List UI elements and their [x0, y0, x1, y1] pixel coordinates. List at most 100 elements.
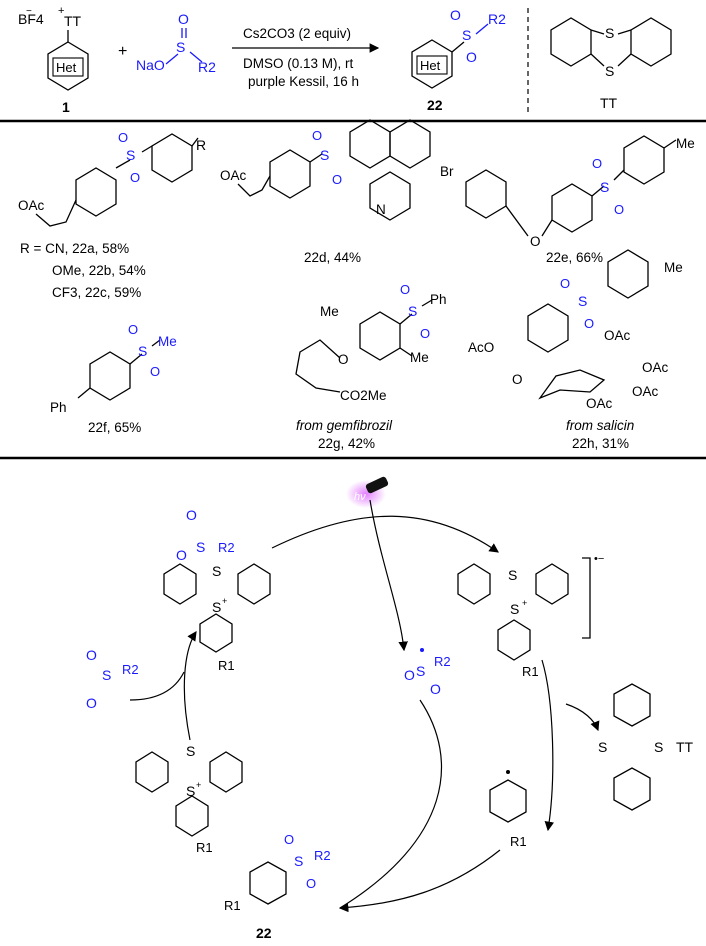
tt2-ring-bottom — [613, 767, 651, 811]
ra-ring-left — [457, 563, 491, 605]
22e-o1: O — [592, 156, 602, 171]
product-r2-mech: R2 — [314, 848, 331, 863]
as-plus: + — [196, 780, 201, 790]
22h-oac3: OAc — [632, 384, 659, 399]
22f-ph: Ph — [50, 400, 67, 415]
22h-oac1: OAc — [604, 328, 631, 343]
bf4-charge: − — [26, 6, 32, 17]
product-label-mech: 22 — [256, 925, 272, 941]
ra-s-plus: S — [510, 601, 519, 617]
ra-s-top: S — [508, 567, 517, 583]
22f-o2: O — [150, 364, 160, 379]
22g-co2me: CO2Me — [340, 388, 387, 403]
22g-o1: O — [400, 282, 410, 297]
bf4-label: BF4 — [18, 11, 44, 27]
sulfinate-o: O — [178, 11, 189, 27]
eda-s-plus: S — [212, 599, 221, 615]
22h-o2: O — [584, 316, 594, 331]
product-ring — [249, 861, 287, 905]
lamp-icon — [365, 476, 389, 494]
22h-me: Me — [664, 260, 683, 275]
22g-ring — [359, 311, 401, 361]
fs-o-bottom: O — [86, 695, 97, 711]
22g-source: from gemfibrozil — [296, 418, 393, 433]
22h-s: S — [578, 293, 587, 309]
22d-o2: O — [332, 172, 342, 187]
22d-quinoline-c — [369, 171, 411, 221]
arrow-to-sulfonyl-radical — [369, 499, 408, 652]
ra-ring-right — [535, 563, 569, 605]
tt-s-bottom: S — [605, 63, 614, 79]
eda-r2: R2 — [218, 540, 235, 555]
ra-plus: + — [522, 598, 527, 608]
plus-sign: + — [118, 43, 127, 60]
22d-quinoline-a — [349, 119, 391, 169]
conditions-line-3: purple Kessil, 16 h — [248, 74, 359, 89]
as-ring-right — [209, 751, 243, 793]
product-s: S — [462, 27, 471, 43]
eda-ring-left — [163, 563, 197, 605]
product-r1: R1 — [224, 898, 241, 913]
22e-br: Br — [440, 164, 454, 179]
22e-me: Me — [676, 136, 695, 151]
22g-me1: Me — [320, 304, 339, 319]
product-o1: O — [450, 7, 461, 23]
het-label-1: Het — [56, 60, 77, 75]
product-o2: O — [466, 49, 477, 65]
tt-label-1: TT — [64, 13, 82, 29]
arrow-as-to-eda — [183, 631, 197, 741]
22g-o: O — [338, 352, 349, 367]
22a-entry-3: CF3, 22c, 59% — [52, 285, 141, 300]
22a-oac: OAc — [18, 198, 45, 213]
tt-label-header: TT — [600, 95, 618, 111]
conditions-line-2: DMSO (0.13 M), rt — [243, 56, 354, 71]
22a-s: S — [126, 147, 135, 163]
tt-charge: + — [58, 5, 64, 17]
product-s-mech: S — [294, 853, 303, 869]
22f-ring — [89, 351, 131, 401]
arrow-eda-to-ra — [271, 515, 499, 553]
product-r2: R2 — [488, 11, 506, 27]
eda-plus: + — [222, 596, 227, 606]
22h-oac2: OAc — [642, 360, 669, 375]
22e-s: S — [600, 179, 609, 195]
22h-label: 22h, 31% — [572, 436, 629, 451]
product-o-bottom: O — [306, 876, 316, 891]
22e-o: O — [530, 234, 541, 249]
compound-label-22: 22 — [427, 97, 443, 113]
het-box — [52, 57, 84, 77]
eda-ring-aryl — [199, 613, 233, 653]
22h-sugar — [538, 369, 606, 400]
22f-label: 22f, 65% — [88, 420, 141, 435]
sulfinate-r2: R2 — [198, 59, 216, 75]
arrow-sulfinate-join — [129, 671, 185, 701]
22g-s: S — [408, 303, 417, 319]
22a-entry-1: R = CN, 22a, 58% — [20, 241, 129, 256]
fs-s: S — [102, 667, 111, 683]
22a-o1: O — [118, 130, 128, 145]
sr-radical-dot — [420, 648, 424, 652]
22e-label: 22e, 66% — [546, 250, 603, 265]
compound-label-1: 1 — [62, 99, 70, 115]
eda-r1: R1 — [218, 658, 235, 673]
eda-s: S — [196, 539, 205, 555]
22g-me2: Me — [410, 350, 429, 365]
22d-ring — [269, 149, 311, 199]
eda-s-top: S — [212, 563, 221, 579]
tt-ring-right — [630, 17, 672, 67]
22h-o: O — [512, 372, 523, 387]
sr-o-left: O — [404, 667, 415, 683]
22h-source: from salicin — [566, 418, 634, 433]
tt-s-top: S — [605, 25, 614, 41]
22g-o2: O — [420, 326, 430, 341]
22f-o1: O — [128, 322, 138, 337]
22a-r: R — [196, 137, 206, 153]
22f-me: Me — [158, 334, 177, 349]
eda-o-top: O — [186, 507, 197, 523]
as-ring-left — [135, 751, 169, 793]
22g-label: 22g, 42% — [318, 436, 375, 451]
hv-label: hν — [354, 491, 366, 503]
tt-ring-left — [550, 17, 592, 67]
22g-ph: Ph — [430, 292, 447, 307]
